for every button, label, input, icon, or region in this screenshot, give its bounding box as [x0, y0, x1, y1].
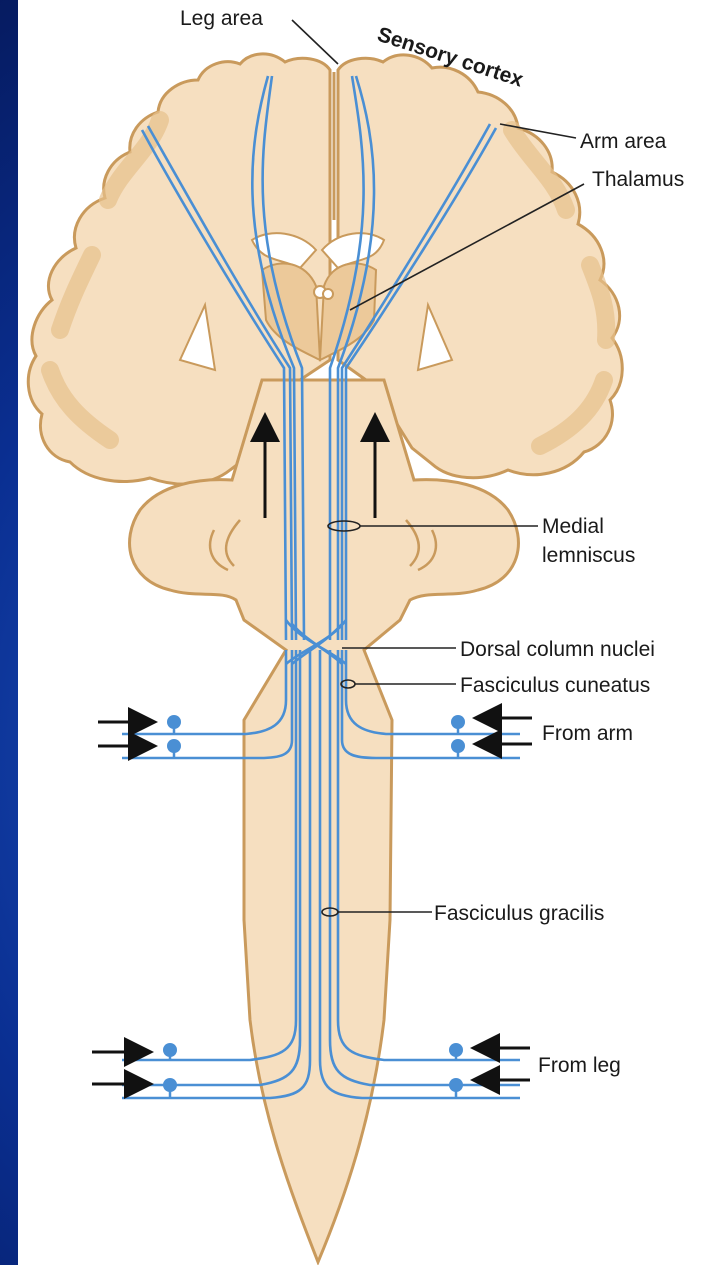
label-leg-area: Leg area [180, 7, 263, 30]
label-thalamus: Thalamus [592, 168, 684, 191]
label-medial: Medial [542, 515, 604, 538]
label-fasciculus-cuneatus: Fasciculus cuneatus [460, 674, 650, 697]
label-from-arm: From arm [542, 722, 633, 745]
brainstem [130, 380, 519, 1262]
label-arm-area: Arm area [580, 130, 667, 153]
label-fasciculus-gracilis: Fasciculus gracilis [434, 902, 604, 925]
label-from-leg: From leg [538, 1054, 621, 1077]
label-lemniscus: lemniscus [542, 544, 635, 567]
label-dorsal-column-nuclei: Dorsal column nuclei [460, 638, 655, 661]
brainstem-spinal-cord [130, 380, 519, 1262]
